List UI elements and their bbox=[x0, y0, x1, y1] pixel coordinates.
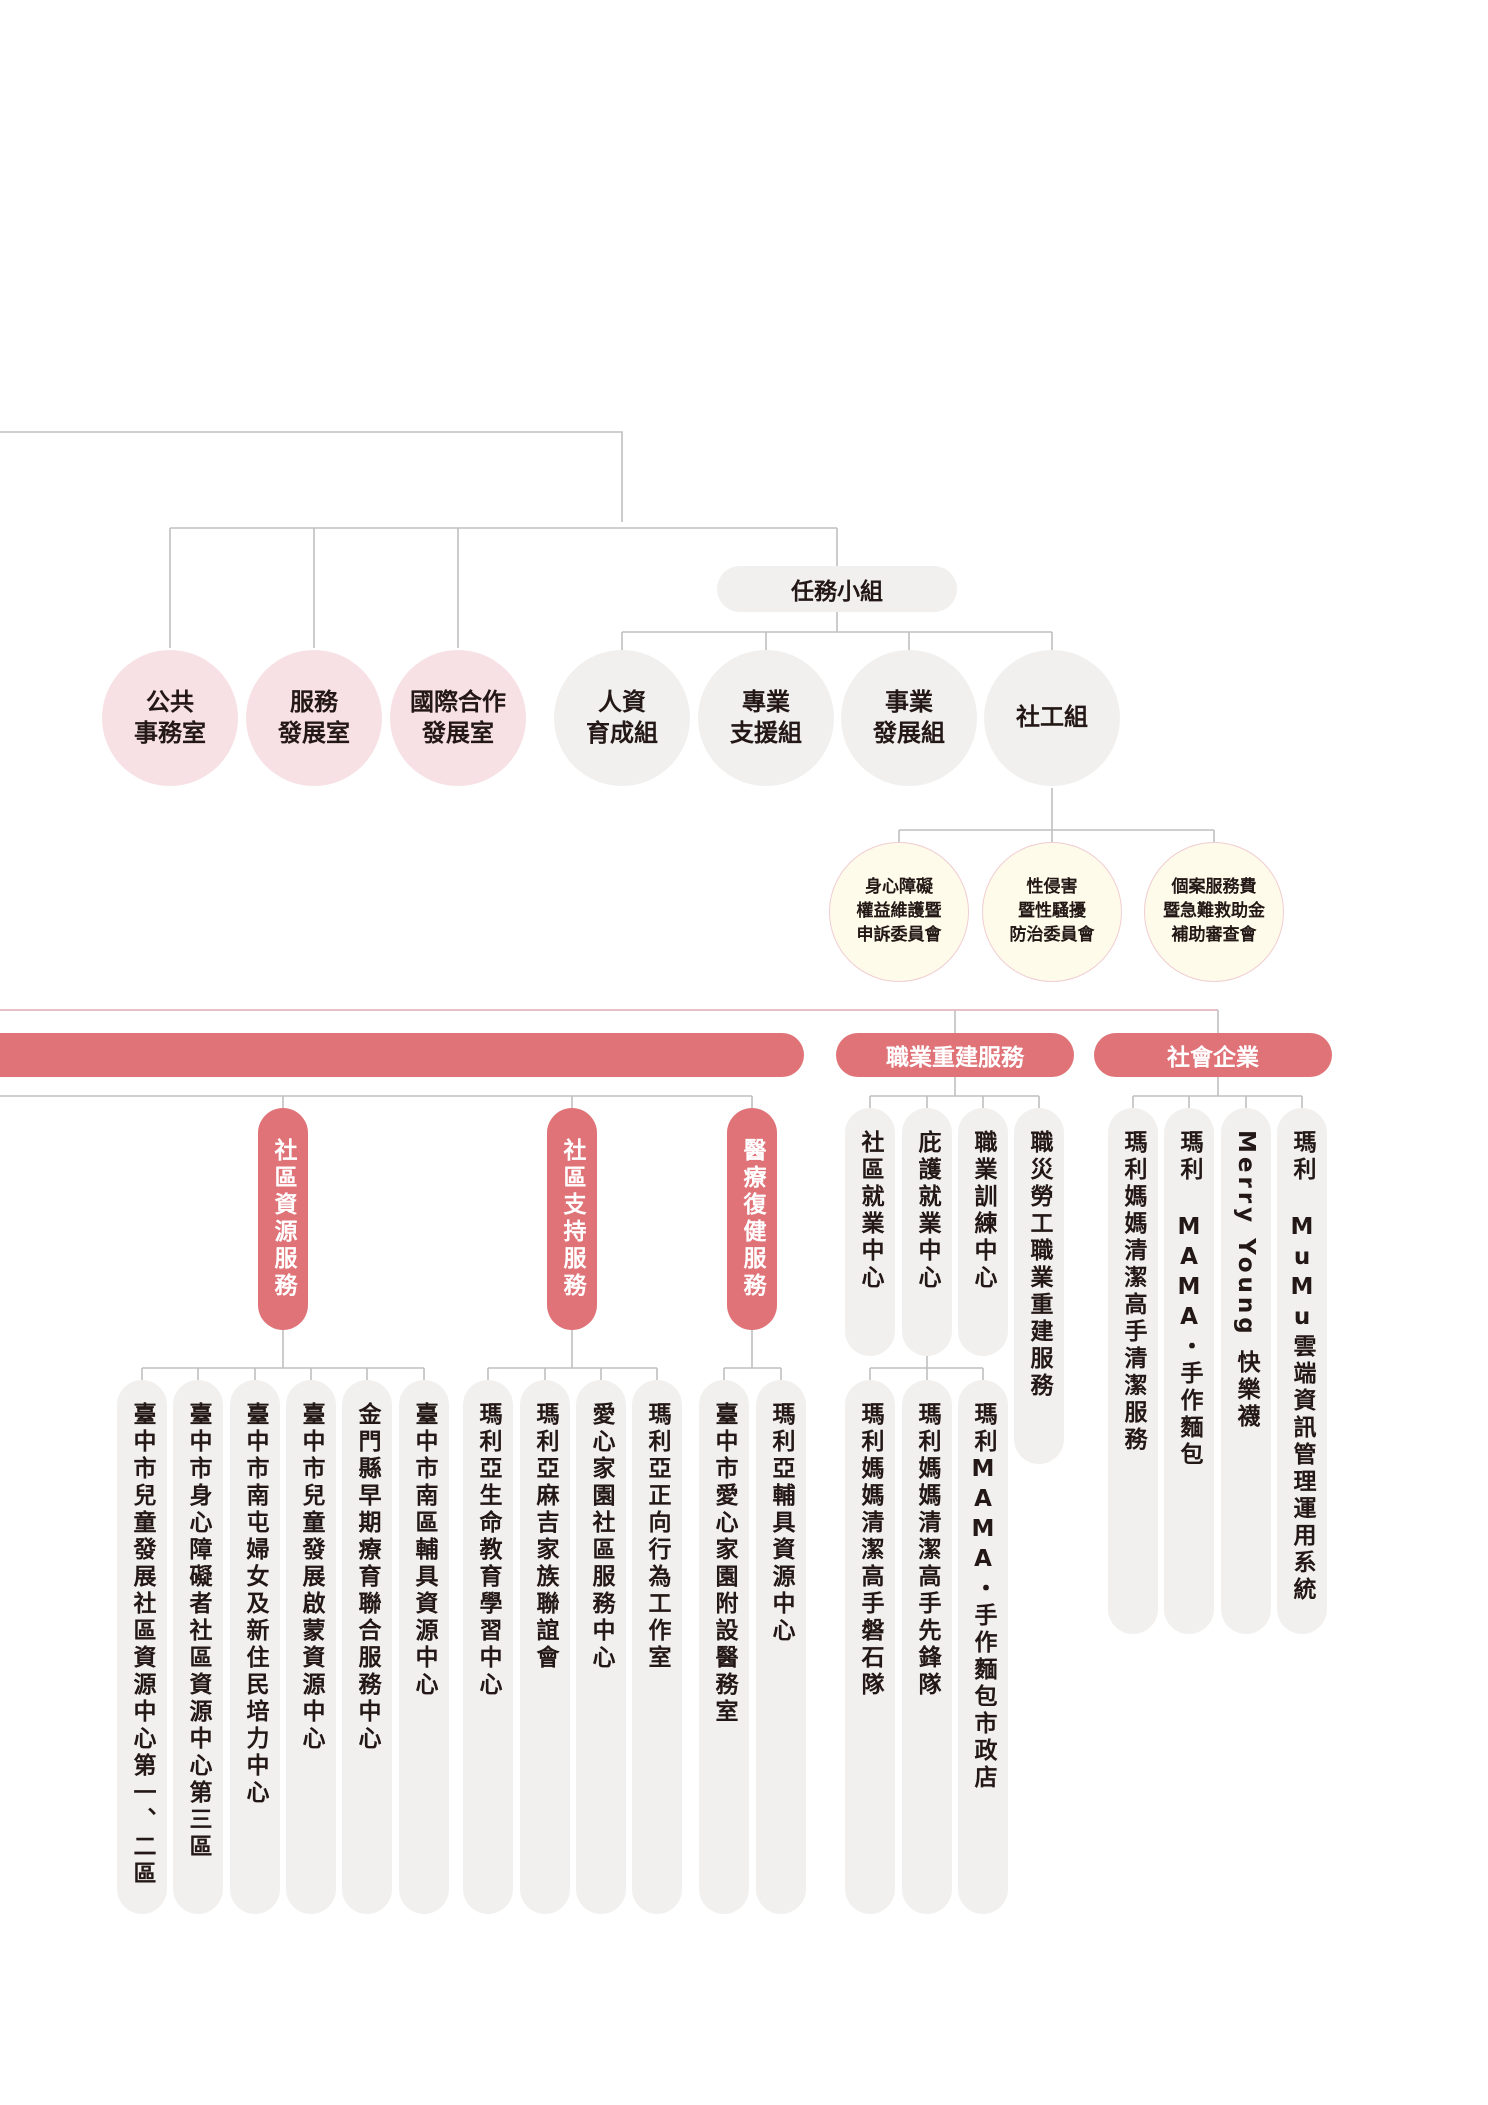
office-line: 服務 bbox=[290, 687, 338, 716]
group-professional-support: 專業支援組 bbox=[698, 650, 834, 786]
unit-community-resource: 金門縣早期療育聯合服務中心 bbox=[342, 1380, 392, 1914]
committee-disability-rights: 身心障礙權益維護暨申訴委員會 bbox=[829, 842, 969, 982]
group-business-development: 事業發展組 bbox=[841, 650, 977, 786]
unit-community-resource: 臺中市身心障礙者社區資源中心第三區 bbox=[173, 1380, 223, 1914]
group-line: 發展組 bbox=[873, 719, 945, 747]
unit-community-support: 瑪利亞麻吉家族聯誼會 bbox=[520, 1380, 570, 1914]
unit-sheltered-team: 瑪利媽媽清潔高手磐石隊 bbox=[845, 1380, 895, 1914]
office-line: 公共 bbox=[146, 687, 194, 716]
committee-sexual-harassment: 性侵害暨性騷擾防治委員會 bbox=[982, 842, 1122, 982]
unit-sheltered-team: 瑪利媽媽清潔高手先鋒隊 bbox=[902, 1380, 952, 1914]
unit-vocational: 職業訓練中心 bbox=[958, 1108, 1008, 1356]
category-medical-rehab: 醫療復健服務 bbox=[727, 1108, 777, 1330]
office-line: 發展室 bbox=[278, 719, 350, 747]
group-social-work: 社工組 bbox=[984, 650, 1120, 786]
group-line: 支援組 bbox=[730, 719, 802, 747]
unit-medical: 臺中市愛心家園附設醫務室 bbox=[699, 1380, 749, 1914]
division-vocational-rehab: 職業重建服務 bbox=[836, 1033, 1074, 1077]
committee-line: 個案服務費 bbox=[1171, 877, 1257, 898]
unit-social-enterprise: 瑪利 MAMA・手作麵包 bbox=[1164, 1108, 1214, 1634]
committee-line: 申訴委員會 bbox=[856, 924, 942, 945]
group-line: 社工組 bbox=[1016, 703, 1088, 732]
unit-sheltered-team: 瑪利MAMA・手作麵包市政店 bbox=[958, 1380, 1008, 1914]
group-line: 人資 bbox=[598, 687, 646, 716]
unit-medical: 瑪利亞輔具資源中心 bbox=[756, 1380, 806, 1914]
unit-social-enterprise: Merry Young 快樂襪 bbox=[1221, 1108, 1271, 1634]
category-community-resource: 社區資源服務 bbox=[258, 1108, 308, 1330]
unit-community-resource: 臺中市南區輔具資源中心 bbox=[399, 1380, 449, 1914]
community-services-bar bbox=[0, 1033, 804, 1077]
unit-social-enterprise: 瑪利媽媽清潔高手清潔服務 bbox=[1108, 1108, 1158, 1634]
group-line: 事業 bbox=[885, 687, 933, 716]
unit-vocational: 職災勞工職業重建服務 bbox=[1014, 1108, 1064, 1464]
unit-community-support: 瑪利亞生命教育學習中心 bbox=[463, 1380, 513, 1914]
unit-community-support: 瑪利亞正向行為工作室 bbox=[632, 1380, 682, 1914]
unit-vocational: 庇護就業中心 bbox=[902, 1108, 952, 1356]
category-community-support: 社區支持服務 bbox=[547, 1108, 597, 1330]
unit-community-resource: 臺中市兒童發展啟蒙資源中心 bbox=[286, 1380, 336, 1914]
unit-social-enterprise: 瑪利 MuMu雲端資訊管理運用系統 bbox=[1277, 1108, 1327, 1634]
unit-vocational: 社區就業中心 bbox=[845, 1108, 895, 1356]
committee-case-funding: 個案服務費暨急難救助金補助審查會 bbox=[1144, 842, 1284, 982]
unit-community-support: 愛心家園社區服務中心 bbox=[576, 1380, 626, 1914]
group-line: 專業 bbox=[742, 687, 790, 716]
committee-line: 身心障礙 bbox=[865, 877, 933, 898]
unit-community-resource: 臺中市兒童發展社區資源中心第一、二區 bbox=[117, 1380, 167, 1914]
committee-line: 防治委員會 bbox=[1009, 924, 1095, 945]
office-public-affairs: 公共事務室 bbox=[102, 650, 238, 786]
office-line: 發展室 bbox=[422, 719, 494, 747]
unit-community-resource: 臺中市南屯婦女及新住民培力中心 bbox=[230, 1380, 280, 1914]
committee-line: 補助審查會 bbox=[1171, 924, 1257, 945]
committee-line: 暨性騷擾 bbox=[1018, 901, 1086, 922]
group-line: 育成組 bbox=[586, 719, 658, 747]
group-hr: 人資育成組 bbox=[554, 650, 690, 786]
division-social-enterprise: 社會企業 bbox=[1094, 1033, 1332, 1077]
committee-line: 權益維護暨 bbox=[856, 901, 942, 922]
office-service-development: 服務發展室 bbox=[246, 650, 382, 786]
office-international-cooperation: 國際合作發展室 bbox=[390, 650, 526, 786]
committee-line: 暨急難救助金 bbox=[1163, 901, 1265, 922]
task-group-label: 任務小組 bbox=[717, 566, 957, 612]
office-line: 國際合作 bbox=[410, 687, 506, 716]
office-line: 事務室 bbox=[134, 719, 206, 747]
committee-line: 性侵害 bbox=[1026, 877, 1078, 898]
